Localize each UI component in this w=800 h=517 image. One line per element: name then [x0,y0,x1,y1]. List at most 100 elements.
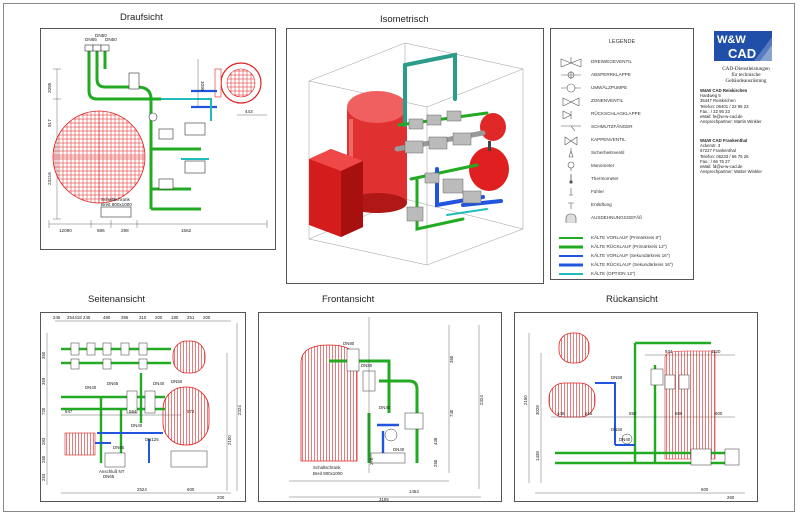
dim-bottom-3: 298 [121,228,129,233]
legend-row-6: KAPPENVENTIL [557,135,691,145]
legend-row-5: SCHMUTZFÄNGER [557,122,691,132]
secondary-pipes-top [191,89,217,109]
side-note-1: DN65 [103,474,115,479]
side-dn-2: DN40 [153,381,165,386]
pump-block-side [64,432,96,456]
office1-line-5[interactable]: eMail: fe@w-w-cad.de [700,114,743,120]
office2-line-3: Telefon: 06233 / 66 76 26 [700,153,749,159]
expansion-vessel-back [558,332,590,364]
dim-dn-2: DN50 [95,33,107,38]
back-mid-2: 850 [629,411,637,416]
storage-tank-iso [347,91,407,213]
back-top-0: 934 [665,349,673,354]
front-right-2: 2324 [479,395,484,405]
back-mid-1: 515 [585,411,593,416]
fittings-back [621,368,740,466]
manometer-icon [567,161,575,171]
legend-line-row-4: KÄLTE (OPTION 12") [557,269,691,279]
back-bottom-0: 600 [701,487,709,492]
office2-name: W&W CAD Frankenthal [700,138,748,143]
dim-left-2: 917 [47,119,52,127]
draufsicht-drawing: DN65 DN50 DN50 2095 917 23216 12090 686 … [47,33,268,233]
legend-label-10: Fühler [591,189,605,194]
seitenansicht-drawing: 245 254418 245 480 395 310 200 180 251 2… [41,315,242,500]
title-frontansicht: Frontansicht [322,294,375,305]
primary-pipes-side [61,347,171,463]
office2-line-6: Ansprechpartner: Walter Winkler [700,169,762,175]
front-left-0: 270 [369,457,374,465]
office1-line-3: Telefon: 06401 / 22 95 23 [700,103,749,109]
front-dn-0: DN80 [343,341,355,346]
expansion-vessel-icon [565,213,577,223]
legend-line-row-2: KÄLTE VORLAUF (Sekundärkreis 16") [557,251,691,261]
legend-line-label-2: KÄLTE VORLAUF (Sekundärkreis 16") [591,253,670,258]
cap-valve-icon [564,136,578,145]
side-dn-6: DN65 [113,445,125,450]
legend-label-1: ABSPERRKLAPPE [591,72,631,77]
tagline: CAD-Dienstleistungen für technische Gebä… [700,66,792,85]
title-draufsicht: Draufsicht [120,12,163,23]
back-bottom-1: 260 [727,495,735,500]
front-right-3: 438 [433,437,438,445]
front-right-0: 350 [449,355,454,363]
zone-valve-icon [562,97,580,106]
secondary-pipes-side [95,432,163,463]
side-right-0: 2324 [237,405,242,415]
front-bottom-1: 3195 [379,497,389,502]
panel-frontansicht: DN80 DN80 DN40 DN40 350 740 2324 438 250… [258,312,502,502]
legend-row-9: Thermometer [557,174,691,184]
thermometer-icon [569,174,573,184]
side-top-8: 251 [187,315,195,320]
line-sample-1 [559,245,583,249]
side-bottom-1: 600 [187,487,195,492]
side-left-3: 283 [41,437,46,445]
legend-row-1: ABSPERRKLAPPE [557,70,691,80]
legend-label-8: Manometer [591,163,615,168]
dim-bottom-4: 1552 [181,228,192,233]
line-sample-4 [559,273,583,275]
front-right-4: 250 [433,459,438,467]
side-bottom-0: 2524 [137,487,147,492]
dimension-lines-back [528,333,745,494]
legend-label-0: DREIWEGEVENTIL [591,59,633,64]
dim-left-3: 23216 [47,172,52,185]
office2-line-5[interactable]: eMail: fd@w-w-cad.de [700,164,743,170]
legend-line-label-3: KÄLTE RÜCKLAUF (Sekundärkreis 16") [591,262,673,267]
panel-isometrisch [286,28,544,284]
back-mid-4: 600 [715,411,723,416]
legend-title: LEGENDE [608,39,636,45]
back-mid-0: 445 [557,411,565,416]
legend-label-4: RÜCKSCHLAGKLAPPE [591,111,641,116]
circulation-pump-icon [561,83,581,93]
legend-row-7: Sicherheitsventil [557,148,691,158]
side-top-0: 245 [53,315,61,320]
fittings-top [84,44,206,190]
logo-bottom-text: CAD [728,46,756,61]
side-mid-2: 572 [187,409,195,414]
logo-top-text: W&W [717,34,746,46]
check-valve-icon [562,110,572,119]
side-left-4: 250 [41,455,46,463]
office1-line-1: Hardweg 5 [700,93,721,99]
legend-label-5: SCHMUTZFÄNGER [591,124,633,129]
front-bottom-0: 1453 [409,489,419,494]
legend-row-3: ZONENVENTIL [557,96,691,106]
legend-line-label-0: KÄLTE VORLAUF (Primärkreis 8") [591,235,662,240]
side-note-0: Anschluß NT [99,469,125,474]
rueckansicht-drawing: 934 1120 2150 3028 1438 445 515 850 686 … [523,332,745,500]
legend-row-11: Entlüftung [557,200,691,210]
back-dn-2: DN50 [611,375,623,380]
legend-label-2: UMWÄLZPUMPE [591,85,628,90]
three-way-valve-icon [560,57,582,67]
panel-rueckansicht: 934 1120 2150 3028 1438 445 515 850 686 … [514,312,758,502]
office2-line-1: Ackerstr. 3 [700,143,721,149]
storage-tank-side [162,386,210,446]
legend-panel: LEGENDE DREIWEGEVENTIL ABSPERRKLAPPE UMW… [550,28,694,280]
title-seitenansicht: Seitenansicht [88,294,146,305]
cabinet-note-2: Breit 800x1000 [101,202,132,207]
front-dn-1: DN80 [361,363,373,368]
side-top-7: 180 [171,315,179,320]
side-bottom-2: 200 [217,495,225,500]
side-top-1: 254418 [67,315,82,320]
side-left-1: 359 [41,377,46,385]
